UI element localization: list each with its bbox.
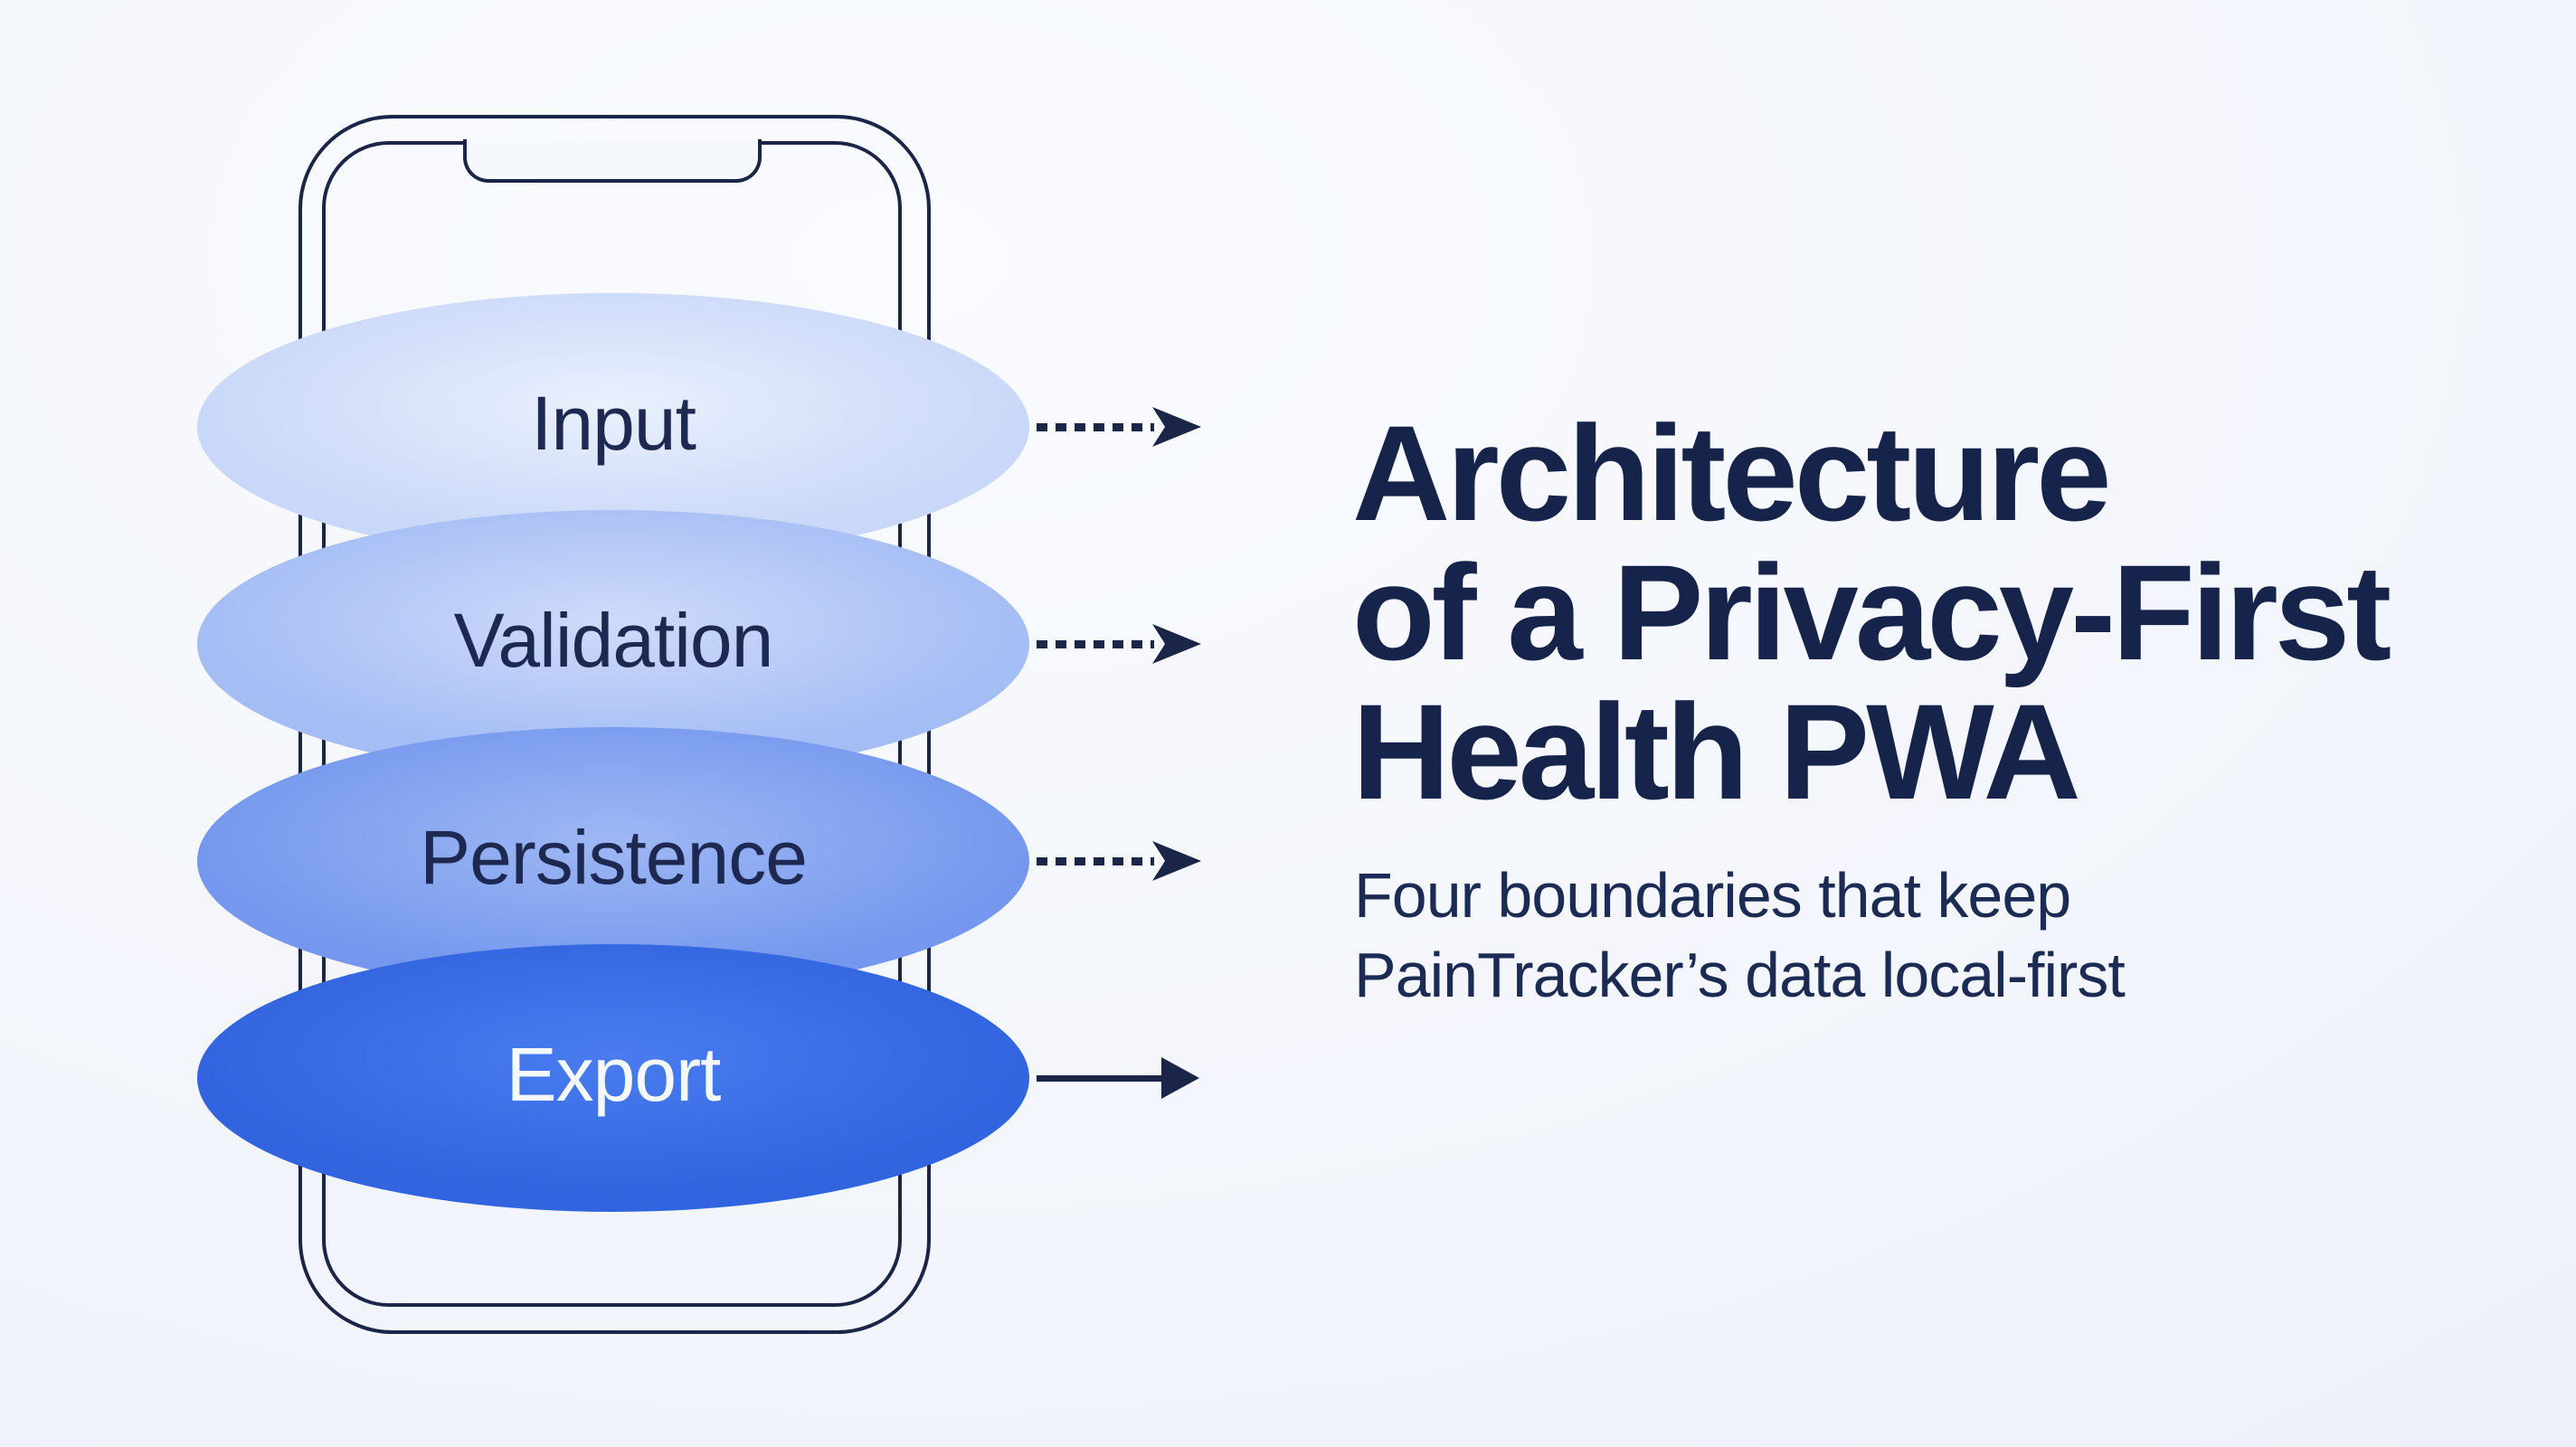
subtitle-line-2: PainTracker’s data local-first [1354, 940, 2126, 1010]
layer-label-input: Input [531, 381, 696, 466]
arrow-validation-dashed [1037, 623, 1217, 665]
arrow-persistence-dashed [1037, 840, 1217, 882]
title-line-3: Health PWA [1352, 676, 2081, 828]
arrow-input-dashed [1037, 406, 1217, 448]
arrow-export-solid [1037, 1057, 1217, 1099]
dashed-line [1037, 640, 1154, 648]
page-subtitle: Four boundaries that keep PainTracker’s … [1354, 856, 2530, 1015]
layer-label-export: Export [506, 1032, 722, 1117]
subtitle-line-1: Four boundaries that keep [1354, 860, 2071, 931]
solid-line [1037, 1075, 1165, 1082]
layer-label-persistence: Persistence [420, 815, 808, 900]
layer-label-validation: Validation [453, 598, 774, 683]
arrowhead-icon [1161, 1057, 1199, 1099]
dashed-line [1037, 423, 1154, 431]
title-line-1: Architecture [1352, 397, 2112, 549]
phone-notch [463, 139, 762, 183]
title-line-2: of a Privacy-First [1352, 536, 2391, 688]
arrowhead-icon [1152, 841, 1201, 881]
layer-ellipse-validation: Validation [197, 510, 1029, 778]
page-title: Architecture of a Privacy-First Health P… [1352, 403, 2555, 821]
dashed-line [1037, 857, 1154, 865]
arrowhead-icon [1152, 407, 1201, 447]
layer-ellipse-export: Export [197, 944, 1029, 1212]
arrowhead-icon [1152, 624, 1201, 664]
